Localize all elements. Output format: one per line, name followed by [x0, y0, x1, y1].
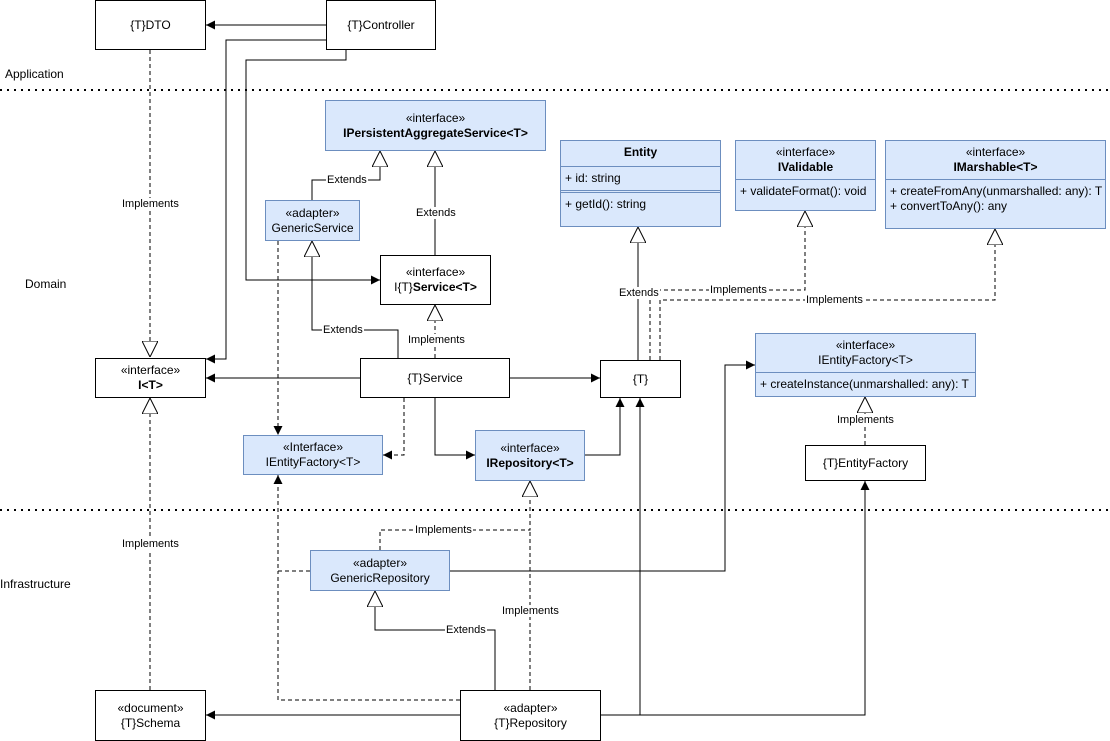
ivalidable-interface[interactable]: «interface» IValidable + validateFormat(… [735, 140, 876, 211]
persistent-aggregate-service-interface[interactable]: «interface» IPersistentAggregateService<… [325, 100, 546, 151]
service-name: {T}Service [407, 370, 463, 385]
stereotype-label: «interface» [775, 145, 836, 159]
edge-label-extends: Extends [415, 207, 457, 219]
edge-label-extends: Extends [618, 287, 660, 299]
adapter-name: {T}Repository [494, 715, 567, 730]
document-name: {T}Schema [120, 715, 181, 730]
interface-name: IEntityFactory<T> [265, 455, 361, 469]
edge-label-implements: Implements [501, 605, 560, 617]
stereotype-label: «Interface» [282, 440, 344, 454]
stereotype-label: «document» [117, 700, 184, 715]
t-class[interactable]: {T} [600, 360, 681, 398]
entity-factory-class[interactable]: {T}EntityFactory [805, 445, 926, 481]
edge-service-entityfactory-small [383, 398, 405, 460]
ivalidable-methods: + validateFormat(): void [736, 179, 875, 202]
stereotype-label: «interface» [405, 110, 466, 125]
edge-label-implements: Implements [414, 524, 473, 536]
stereotype-label: «adapter» [285, 205, 340, 220]
edge-genericrepository-implements-irepository [379, 481, 530, 550]
schema-document[interactable]: «document» {T}Schema [95, 690, 206, 741]
interface-name: I<T> [138, 378, 163, 392]
edge-controller-service-interface [245, 50, 380, 285]
layer-label-application: Application [5, 67, 64, 81]
attribute: + id: string [565, 171, 621, 185]
stereotype-label: «interface» [835, 338, 896, 352]
irepository-interface[interactable]: «interface» IRepository<T> [475, 430, 585, 481]
edge-label-implements: Implements [121, 538, 180, 550]
stereotype-label: «adapter» [352, 555, 408, 570]
interface-name-prefix: I{T} [394, 280, 413, 294]
entity-methods: + getId(): string [561, 190, 720, 216]
stereotype-label: «interface» [120, 363, 181, 377]
method: + validateFormat(): void [740, 184, 867, 198]
imarshable-methods: + createFromAny(unmarshalled: any): T + … [886, 179, 1105, 217]
imarshable-interface[interactable]: «interface» IMarshable<T> + createFromAn… [885, 140, 1106, 229]
controller-class[interactable]: {T}Controller [326, 0, 436, 50]
entity-name: Entity [623, 145, 658, 159]
edge-label-implements: Implements [121, 198, 180, 210]
entity-attributes: + id: string [561, 166, 720, 190]
service-class[interactable]: {T}Service [360, 358, 510, 398]
interface-name: I{T}Service<T> [394, 280, 477, 295]
edge-label-implements: Implements [407, 334, 466, 346]
ientity-factory-methods: + createInstance(unmarshalled: any): T [756, 372, 975, 395]
t-name: {T} [632, 371, 649, 386]
edge-label-implements: Implements [836, 414, 895, 426]
method: + createInstance(unmarshalled: any): T [760, 377, 969, 391]
layer-label-infrastructure: Infrastructure [0, 577, 71, 591]
layer-label-domain: Domain [25, 277, 67, 291]
i-t-interface[interactable]: «interface» I<T> [95, 358, 206, 398]
edge-repository-entityfactory [640, 481, 870, 716]
entity-class[interactable]: Entity + id: string + getId(): string [560, 140, 721, 227]
stereotype-label: «adapter» [503, 700, 558, 715]
edge-label-extends: Extends [322, 324, 364, 336]
edge-label-extends: Extends [445, 624, 487, 636]
stereotype-label: «interface» [405, 265, 466, 279]
method: + createFromAny(unmarshalled: any): T [890, 184, 1103, 198]
interface-name: IPersistentAggregateService<T> [343, 125, 528, 140]
ientity-factory-domain-interface[interactable]: «interface» IEntityFactory<T> + createIn… [755, 333, 976, 397]
generic-repository-adapter[interactable]: «adapter» GenericRepository [310, 550, 450, 591]
dto-name: {T}DTO [130, 17, 171, 32]
stereotype-label: «interface» [965, 145, 1026, 159]
interface-name: IMarshable<T> [953, 160, 1038, 174]
adapter-name: GenericService [271, 220, 354, 235]
generic-service-adapter[interactable]: «adapter» GenericService [265, 200, 360, 241]
service-interface[interactable]: «interface» I{T}Service<T> [380, 255, 491, 305]
edge-repository-entityfactory-small [277, 571, 460, 701]
interface-name-suffix: Service<T> [412, 280, 477, 294]
controller-name: {T}Controller [347, 17, 415, 32]
method: + getId(): string [565, 197, 647, 211]
edge-service-irepository [434, 398, 475, 460]
dto-class[interactable]: {T}DTO [95, 0, 206, 50]
stereotype-label: «interface» [500, 440, 560, 455]
method: + convertToAny(): any [890, 199, 1008, 213]
repository-adapter[interactable]: «adapter» {T}Repository [460, 690, 601, 741]
interface-name: IValidable [777, 160, 834, 174]
edge-irepository-t [585, 398, 625, 456]
edge-repository-extends-genericrepository [375, 591, 496, 690]
edge-label-implements: Implements [709, 284, 768, 296]
edge-controller-i-t [206, 39, 326, 364]
edge-label-implements: Implements [805, 294, 864, 306]
edge-genericrepository-ientityfactory [450, 360, 755, 572]
ientity-factory-interface[interactable]: «Interface» IEntityFactory<T> [243, 435, 383, 475]
edge-label-extends: Extends [326, 174, 368, 186]
adapter-name: GenericRepository [330, 570, 430, 585]
entity-factory-name: {T}EntityFactory [822, 455, 909, 470]
interface-name: IEntityFactory<T> [818, 353, 913, 367]
edge-genericrepository-entityfactory-small [273, 475, 310, 572]
interface-name: IRepository<T> [486, 455, 574, 470]
